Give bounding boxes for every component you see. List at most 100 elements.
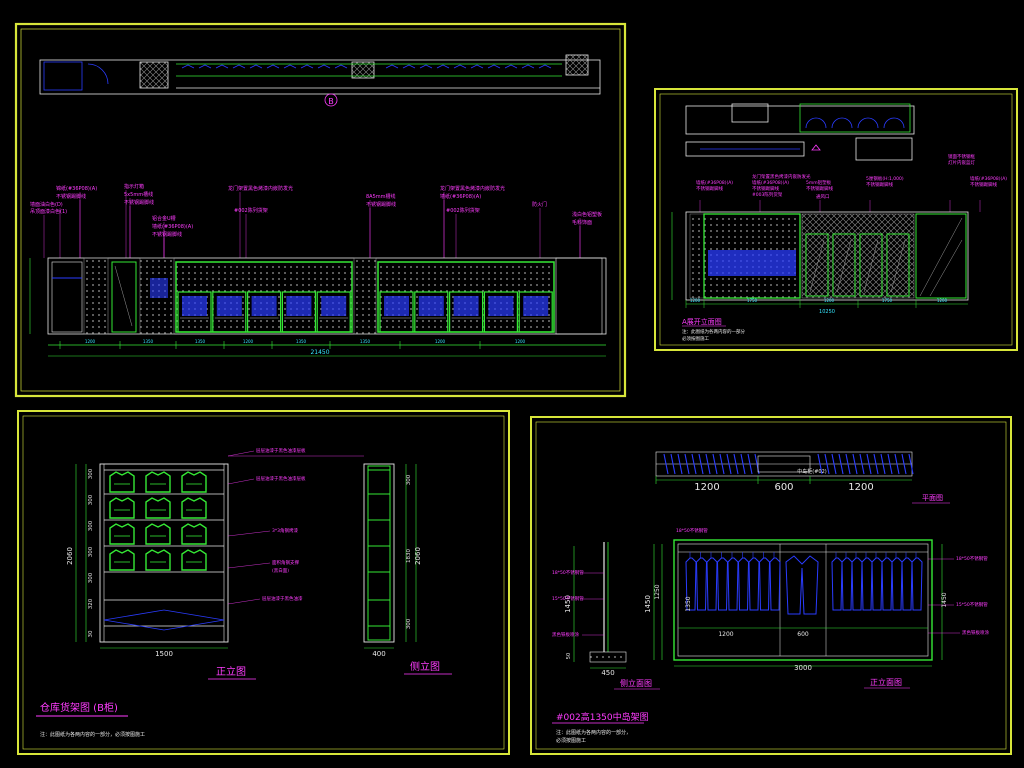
plan-marker-circle <box>324 93 338 107</box>
shelf-label: 面积角钢支撑 <box>272 559 299 566</box>
island-side-view: 1450 50 450 <box>564 542 627 677</box>
island-side-base: 50 <box>566 653 572 659</box>
panel-a-dim: 1350 <box>143 339 154 344</box>
panel-b-dim: 1200 <box>690 298 701 303</box>
panel-b-note: 通风口 <box>816 193 830 200</box>
island-front-width: 3000 <box>794 664 812 672</box>
shelf-side-total-height: 2060 <box>414 547 422 565</box>
island-side-width: 450 <box>601 669 614 677</box>
panel-b-note: 5厘钢板(H:1,000) <box>866 175 904 182</box>
panel-a-elevation: B 吊顶面漆白色(1)锦纸(#36P08)(A)不锈钢踢脚线墙面油白色(D)指示… <box>14 22 627 398</box>
panel-b-dim: 1200 <box>824 298 835 303</box>
panel-b-note: #003陈列货架 <box>752 191 783 198</box>
island-side-height: 1450 <box>564 595 572 613</box>
panel-b-note: 5mm铝塑板 <box>806 179 832 186</box>
panel-c-shelf: 层层油漆于黑色油漆层板层层油漆于黑色油漆层板3*3角钢烤漆面积角钢支撑(黑白面)… <box>17 410 510 755</box>
island-plan-label: 中岛柜(#02) <box>797 468 827 475</box>
island-front-height-1: 1450 <box>644 595 652 613</box>
panel-b-note: 不锈钢踢脚线 <box>866 181 893 188</box>
panel-a-elevation-body <box>47 257 607 335</box>
panel-b-dim: 1750 <box>882 298 893 303</box>
island-front-inner-1: 1200 <box>718 631 733 638</box>
island-side-label: 15*50不锈钢管 <box>552 595 584 602</box>
shelf-label: 层层油漆于黑色油漆层板 <box>256 447 306 454</box>
panel-a-dim: 1350 <box>195 339 206 344</box>
panel-d-footnote-1: 注：此图纸为各两内容的一部分， <box>556 729 631 736</box>
panel-a-frame <box>14 22 627 398</box>
panel-a-total-dim: 21450 <box>310 349 329 356</box>
shelf-side-vdim: 300 <box>406 474 412 485</box>
panel-a-note: 8A5mm槽线 <box>366 193 396 200</box>
panel-b-elevation: 墙纸(#36P08)(A)不锈钢踢脚线龙门架置黑色烤漆内嵌防发光墙纸(#36P0… <box>654 88 1018 351</box>
panel-c-title: 仓库货架图 (B柜) <box>40 701 118 714</box>
panel-a-note: 墙面油白色(D) <box>30 201 63 208</box>
shelf-front-vdim: 300 <box>88 520 94 531</box>
panel-b-dim: 1750 <box>747 298 758 303</box>
panel-b-note: 不锈钢踢脚线 <box>752 185 779 192</box>
shelf-front-vdim: 320 <box>88 598 94 609</box>
panel-a-note: 墙纸(#36P08)(A) <box>152 223 193 230</box>
panel-d-title: #002高1350中岛架图 <box>556 711 649 723</box>
island-front-label: 15*50不锈钢管 <box>956 601 988 608</box>
shelf-side-width: 400 <box>372 650 385 658</box>
shelf-label: 层层油漆于黑色油漆层板 <box>256 475 306 482</box>
panel-b-note: 镜面不锈钢框 <box>948 153 975 160</box>
panel-a-dim: 1350 <box>360 339 371 344</box>
island-front-inner-2: 600 <box>797 631 809 638</box>
panel-a-note: 锦纸(#36P08)(A) <box>56 185 97 192</box>
panel-a-note: 毛料饰面 <box>572 219 592 226</box>
panel-d-footnote-2: 必须按图施工 <box>556 737 586 744</box>
panel-a-note: #002陈列货架 <box>446 207 480 214</box>
panel-a-note: 5x5mm槽线 <box>124 191 153 198</box>
shelf-front-vdim: 300 <box>88 468 94 479</box>
shelf-front-vdim: 30 <box>88 630 94 637</box>
island-plan-dim: 1200 <box>848 482 873 493</box>
panel-a-note: 指示灯箱 <box>124 183 144 190</box>
island-front-right-dim: 1450 <box>941 592 948 607</box>
shelf-side-title: 侧立图 <box>410 660 440 673</box>
island-front-top-label: 18*50不锈钢管 <box>676 527 708 534</box>
island-side-title: 侧立面图 <box>620 678 652 688</box>
panel-a-notes: 吊顶面漆白色(1)锦纸(#36P08)(A)不锈钢踢脚线墙面油白色(D)指示灯箱… <box>30 183 602 258</box>
panel-b-note: 墙纸(#36P08)(A) <box>970 175 1007 182</box>
panel-a-note: 墙纸(#36P08)(A) <box>440 193 481 200</box>
panel-b-frame <box>654 88 1018 351</box>
island-side-label: 18*50不锈钢管 <box>552 569 584 576</box>
panel-b-note: 墙纸(#36P08)(A) <box>752 179 789 186</box>
island-plan-title: 平面图 <box>922 494 943 502</box>
panel-a-note: 不锈钢踢脚线 <box>366 201 396 208</box>
shelf-front-title: 正立图 <box>216 665 246 678</box>
shelf-side-elevation <box>363 463 395 643</box>
panel-a-note: #002陈列货架 <box>234 207 268 214</box>
panel-a-note: 铝合金U槽 <box>152 215 176 222</box>
shelf-front-vdim: 300 <box>88 572 94 583</box>
shelf-front-elevation <box>99 463 229 643</box>
panel-a-note: 龙门架置黑色烤漆内嵌防发光 <box>440 185 505 192</box>
panel-b-plan <box>685 103 915 161</box>
panel-a-plan-strip: B <box>39 54 601 107</box>
panel-b-footnote-2: 必须按图施工 <box>682 335 709 342</box>
shelf-front-vdim: 300 <box>88 546 94 557</box>
island-front-height-3: 1350 <box>685 596 692 611</box>
panel-d-frame <box>530 416 1012 755</box>
shelf-front-total-height: 2060 <box>66 547 74 565</box>
island-side-label: 黑色铁板喷涂 <box>552 631 579 638</box>
panel-b-note: 不锈钢踢脚线 <box>806 185 833 192</box>
island-plan-dim: 1200 <box>694 482 719 493</box>
shelf-front-labels: 层层油漆于黑色油漆层板层层油漆于黑色油漆层板3*3角钢烤漆面积角钢支撑(黑白面)… <box>227 447 364 605</box>
panel-a-dim: 1350 <box>296 339 307 344</box>
panel-b-note: 墙纸(#36P08)(A) <box>696 179 733 186</box>
island-front-view: 1450 1250 1350 1450 1200 600 3000 <box>644 539 948 672</box>
panel-b-elevation-body <box>685 211 969 301</box>
shelf-label: 层层油漆于黑色油漆 <box>262 595 303 602</box>
